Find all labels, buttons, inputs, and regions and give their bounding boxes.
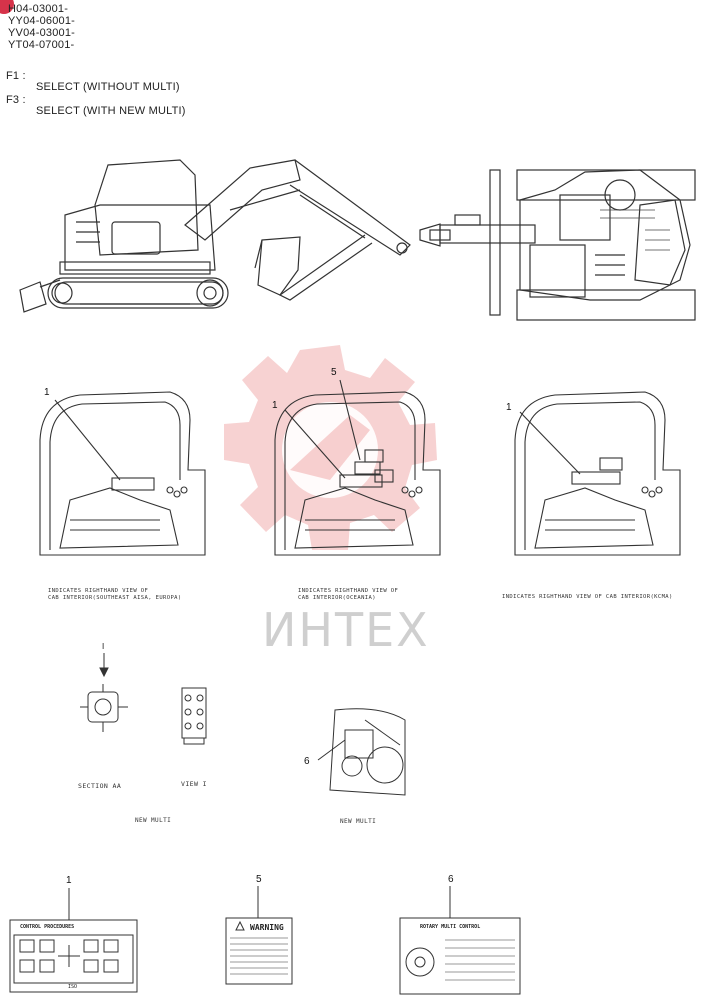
new-multi-left-caption: NEW MULTI — [135, 817, 172, 824]
cab1-caption: INDICATES RIGHTHAND VIEW OF CAB INTERIOR… — [48, 588, 182, 601]
serial-list: H04-03001- YY04-06001- YV04-03001- YT04-… — [8, 3, 75, 51]
cab3-caption: INDICATES RIGHTHAND VIEW OF CAB INTERIOR… — [502, 594, 673, 600]
rotary-label-title: ROTARY MULTI CONTROL — [420, 924, 481, 930]
controls-label-footer: ISO — [68, 984, 78, 990]
f3-text: SELECT (WITH NEW MULTI) — [36, 105, 186, 117]
new-multi-right-caption: NEW MULTI — [340, 818, 377, 825]
label-callout-6: 6 — [448, 874, 454, 885]
red-corner-mark — [0, 0, 14, 14]
view-i-caption: VIEW I — [181, 780, 207, 788]
warning-label-title: WARNING — [250, 923, 284, 932]
callout-1-cab3: 1 — [506, 402, 512, 413]
watermark-text: ИНТЕХ — [262, 603, 430, 657]
f1-text: SELECT (WITHOUT MULTI) — [36, 81, 180, 93]
f3-key: F3 : — [6, 94, 26, 106]
serial-4: YT04-07001- — [8, 39, 75, 51]
callout-i: I — [102, 642, 105, 651]
cab2-caption: INDICATES RIGHTHAND VIEW OF CAB INTERIOR… — [298, 588, 399, 601]
f1-key: F1 : — [6, 70, 26, 82]
callout-1-cab2: 1 — [272, 400, 278, 411]
section-aa-caption: SECTION AA — [78, 782, 122, 790]
serial-2: YY04-06001- — [8, 15, 76, 27]
label-callout-1: 1 — [66, 875, 72, 886]
callout-1-cab1: 1 — [44, 387, 50, 398]
controls-label-title: CONTROL PROCEDURES — [20, 924, 75, 930]
label-callout-5: 5 — [256, 874, 262, 885]
serial-1: H04-03001- — [8, 3, 69, 15]
callout-5-cab2: 5 — [331, 367, 337, 378]
serial-3: YV04-03001- — [8, 27, 76, 39]
callout-6-multi: 6 — [304, 756, 310, 767]
